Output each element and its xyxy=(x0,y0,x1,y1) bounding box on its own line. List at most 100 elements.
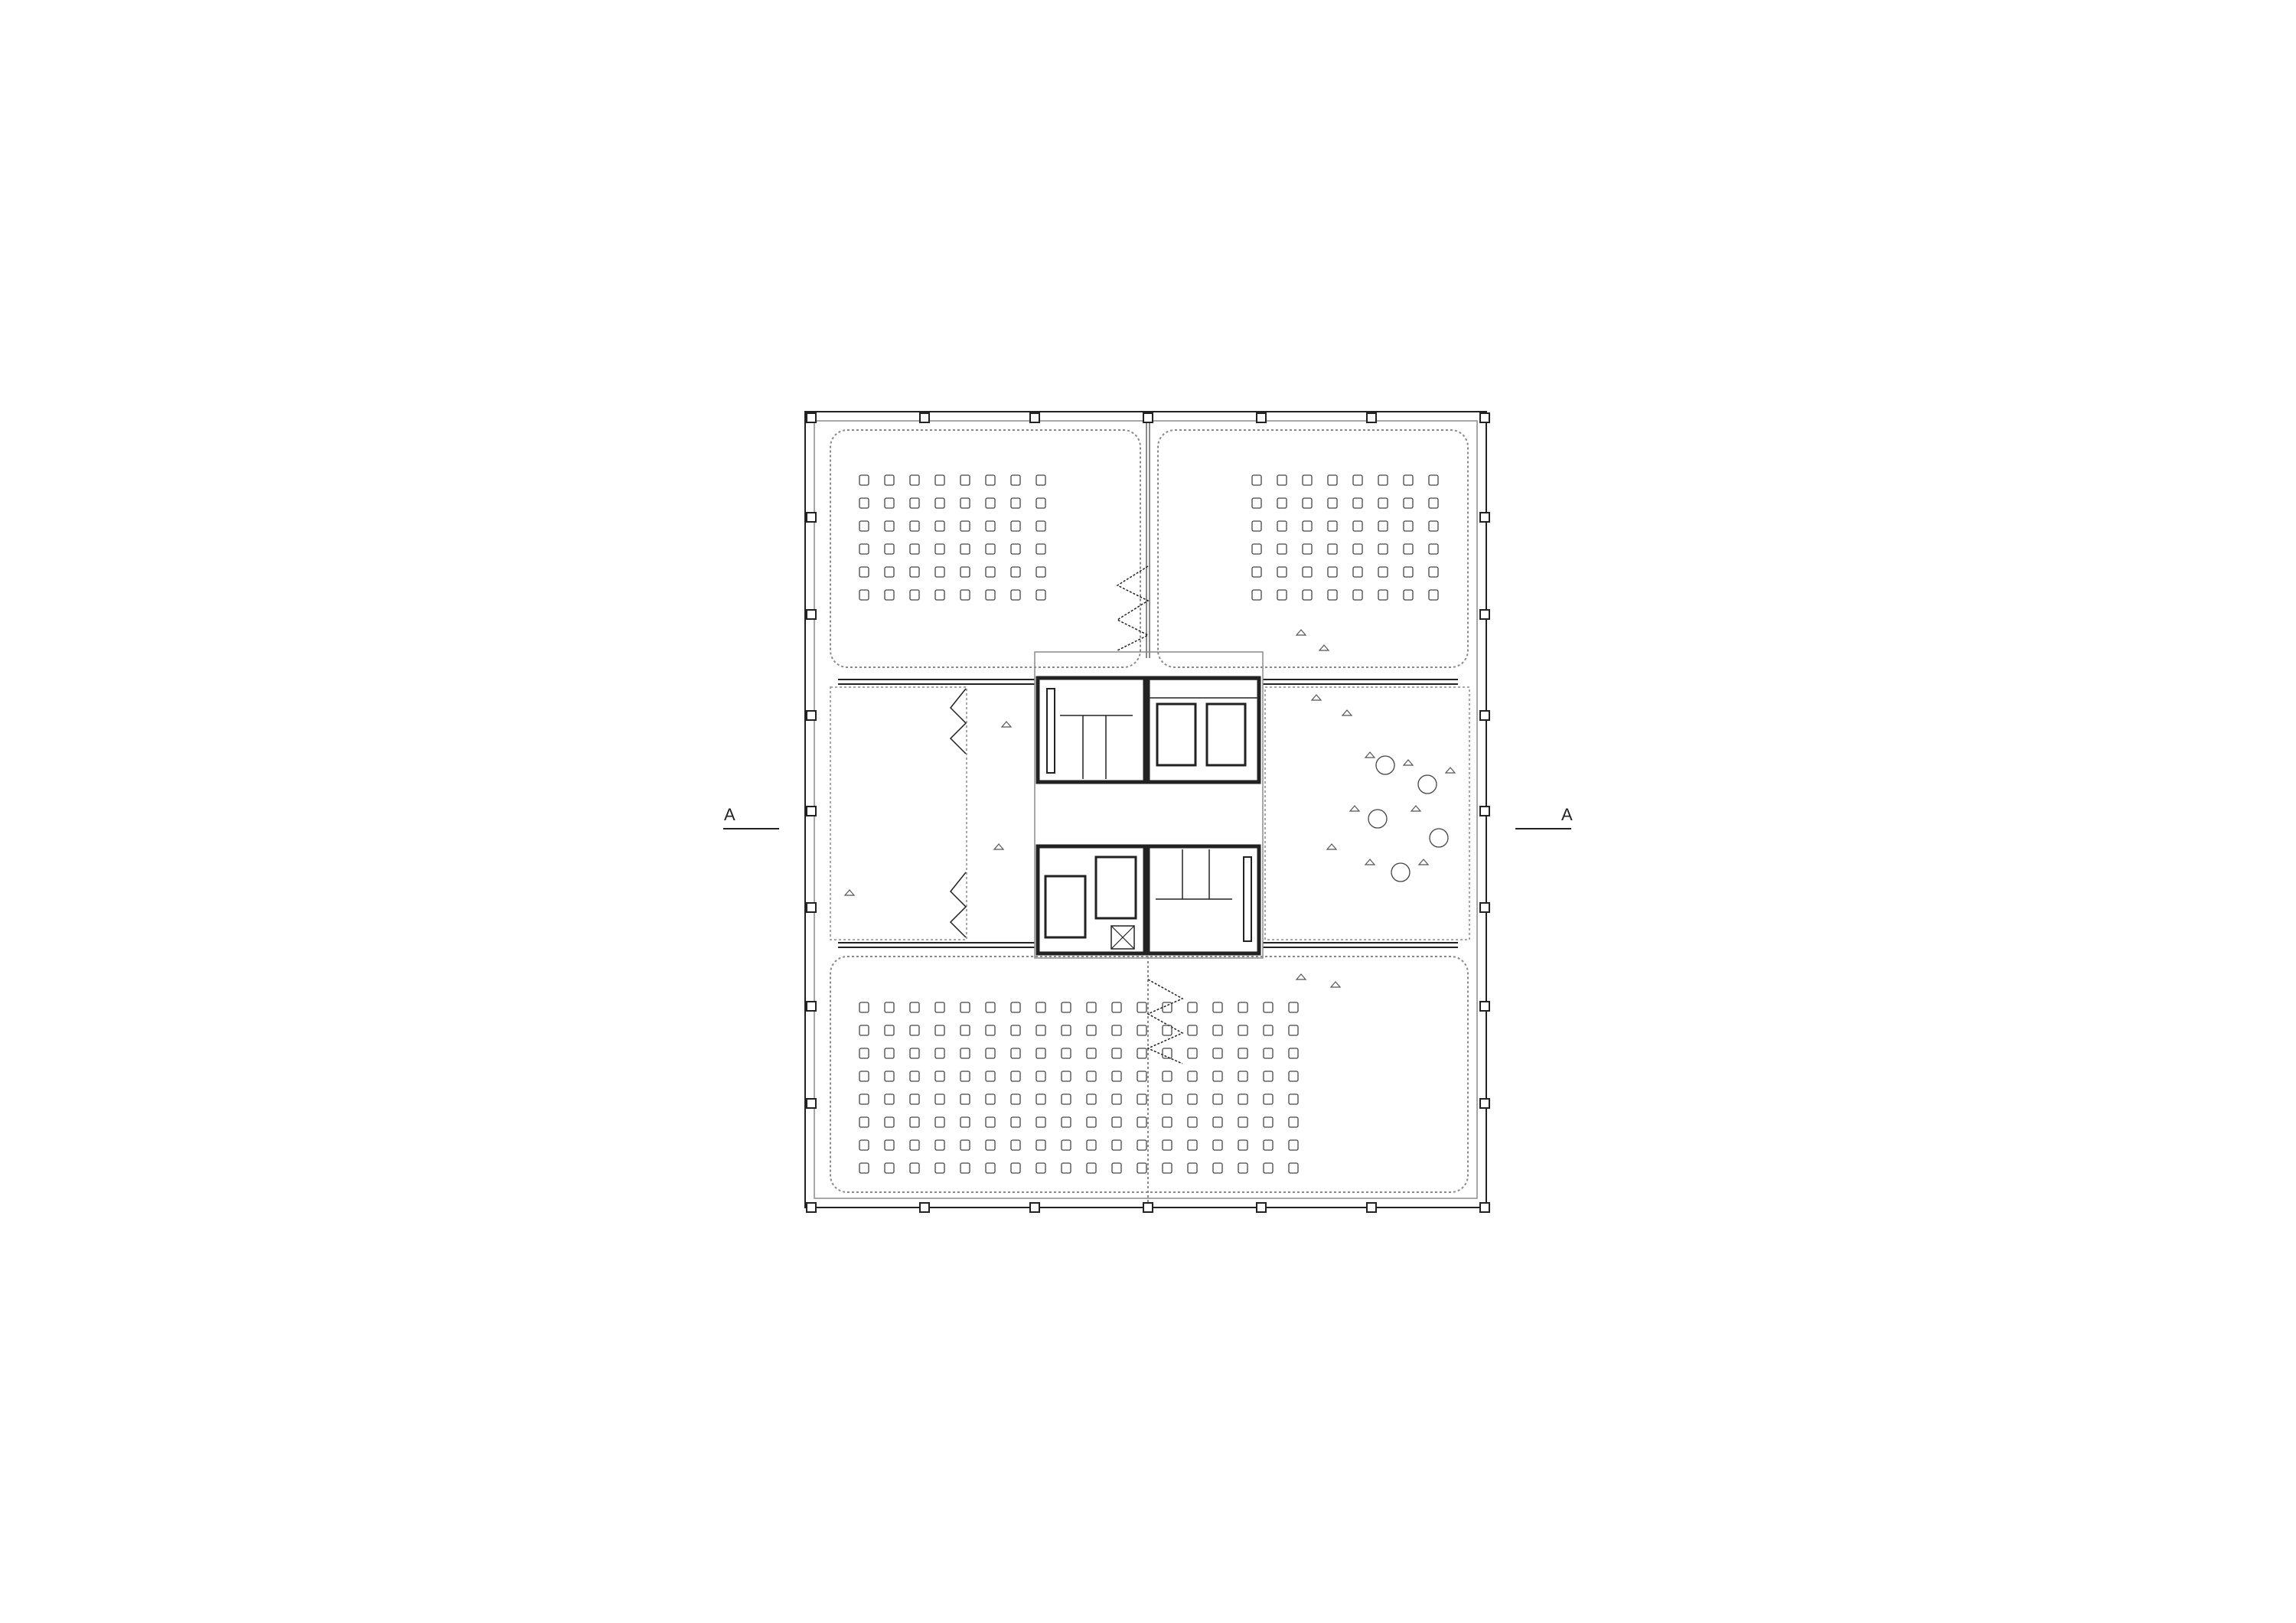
seat xyxy=(1327,520,1338,532)
chair xyxy=(1417,859,1430,865)
seat xyxy=(1212,1025,1223,1036)
seat xyxy=(934,1162,945,1174)
seat xyxy=(1378,589,1388,601)
seat xyxy=(1277,497,1287,509)
seat xyxy=(1251,543,1262,555)
column xyxy=(1366,1202,1377,1213)
seat xyxy=(909,1002,920,1013)
seat xyxy=(960,520,970,532)
seat xyxy=(934,1048,945,1059)
seats-top-right-hall xyxy=(1251,474,1439,601)
seat xyxy=(1403,474,1414,486)
chair xyxy=(1402,759,1414,766)
seat xyxy=(1302,520,1313,532)
table xyxy=(1429,828,1449,848)
chair xyxy=(1341,709,1353,716)
column xyxy=(1479,412,1490,423)
seat xyxy=(1288,1048,1299,1059)
column xyxy=(806,512,817,523)
chair xyxy=(1349,805,1361,812)
seat xyxy=(1010,1048,1021,1059)
seat xyxy=(1061,1139,1071,1151)
seat xyxy=(985,1048,996,1059)
seat xyxy=(985,1162,996,1174)
chair xyxy=(993,843,1005,850)
seat xyxy=(1428,589,1439,601)
seat xyxy=(1086,1025,1097,1036)
seat xyxy=(1428,474,1439,486)
seat xyxy=(884,1139,895,1151)
seat xyxy=(1061,1071,1071,1082)
seat xyxy=(1288,1093,1299,1105)
column xyxy=(1479,710,1490,721)
lecture-hall-top-left xyxy=(830,429,1141,668)
column xyxy=(919,1202,930,1213)
column xyxy=(1143,1202,1153,1213)
seat xyxy=(1035,1002,1046,1013)
seat xyxy=(1263,1116,1274,1128)
seat xyxy=(1212,1048,1223,1059)
seat xyxy=(859,1071,869,1082)
seat xyxy=(934,474,945,486)
seat xyxy=(985,474,996,486)
seat xyxy=(1162,1093,1172,1105)
seat xyxy=(1251,497,1262,509)
seat xyxy=(1010,566,1021,578)
seat xyxy=(1035,566,1046,578)
seat xyxy=(909,520,920,532)
column xyxy=(1029,1202,1040,1213)
seat xyxy=(960,474,970,486)
seat xyxy=(1277,474,1287,486)
seat xyxy=(985,1116,996,1128)
seat xyxy=(1403,520,1414,532)
chair xyxy=(1000,721,1013,728)
seat xyxy=(884,1071,895,1082)
seat xyxy=(1137,1002,1147,1013)
seat xyxy=(1061,1116,1071,1128)
seat xyxy=(884,1162,895,1174)
seat xyxy=(1352,566,1363,578)
column xyxy=(806,609,817,620)
column xyxy=(1479,1001,1490,1012)
seat xyxy=(1238,1002,1248,1013)
seat xyxy=(934,589,945,601)
seat xyxy=(960,1048,970,1059)
seat xyxy=(985,566,996,578)
seat xyxy=(1035,1025,1046,1036)
seat xyxy=(1035,543,1046,555)
seat xyxy=(1111,1002,1122,1013)
seat xyxy=(1010,497,1021,509)
seat xyxy=(1010,1162,1021,1174)
seat xyxy=(934,1093,945,1105)
seat xyxy=(1187,1116,1198,1128)
seat xyxy=(1352,589,1363,601)
seat xyxy=(884,589,895,601)
seat xyxy=(859,1139,869,1151)
seat xyxy=(1010,474,1021,486)
seat xyxy=(1302,566,1313,578)
seat xyxy=(1187,1162,1198,1174)
seat xyxy=(934,1025,945,1036)
seat xyxy=(1238,1116,1248,1128)
seat xyxy=(1263,1162,1274,1174)
seat xyxy=(1010,1025,1021,1036)
table xyxy=(1391,862,1411,882)
seat xyxy=(909,1025,920,1036)
seat xyxy=(884,474,895,486)
seat xyxy=(1187,1093,1198,1105)
zigzag-stair-top xyxy=(1116,565,1150,651)
seat xyxy=(1035,1071,1046,1082)
seat xyxy=(960,589,970,601)
seat xyxy=(859,589,869,601)
table xyxy=(1368,809,1388,829)
seat xyxy=(960,497,970,509)
seat xyxy=(1288,1002,1299,1013)
chair xyxy=(1326,843,1338,850)
seat xyxy=(909,589,920,601)
seat xyxy=(1263,1071,1274,1082)
seat xyxy=(1378,566,1388,578)
seat xyxy=(1187,1139,1198,1151)
seat xyxy=(1263,1002,1274,1013)
seat xyxy=(1212,1162,1223,1174)
seat xyxy=(1035,1116,1046,1128)
